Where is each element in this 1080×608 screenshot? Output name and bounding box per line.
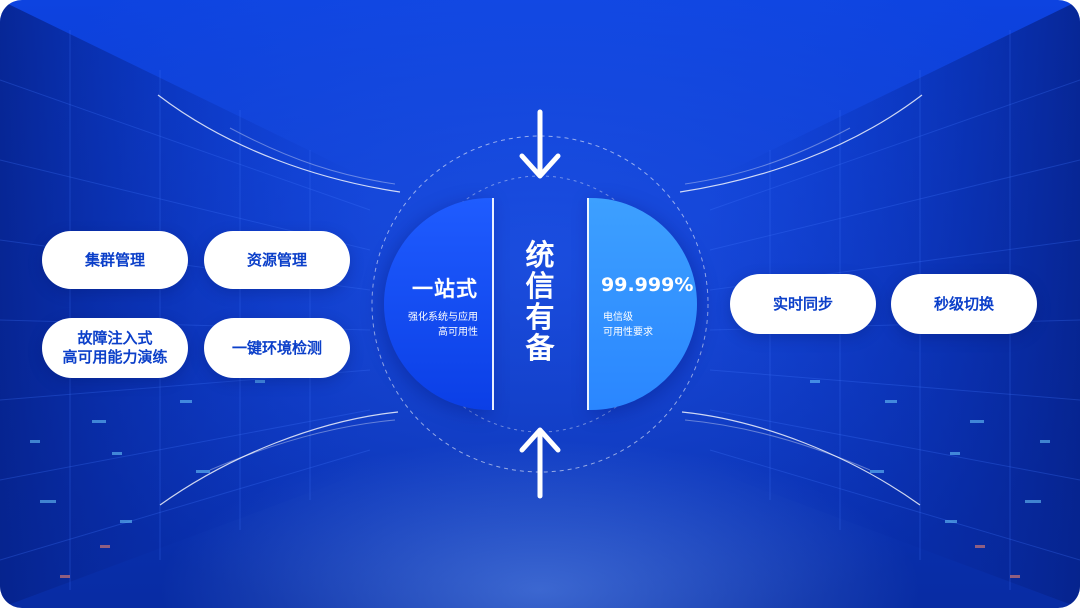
subtitle-line: 强化系统与应用 — [408, 312, 478, 323]
subtitle-line: 可用性要求 — [603, 327, 653, 338]
subtitle-line: 高可用性 — [438, 327, 478, 338]
arrow-down-icon — [519, 109, 561, 179]
one-stop-title: 一站式 — [412, 277, 478, 301]
center-title-char: 信 — [525, 269, 555, 303]
feature-label: 实时同步 — [772, 294, 833, 313]
center-title-char: 统 — [525, 238, 555, 272]
availability-title: 99.999% — [601, 274, 694, 296]
feature-second-level-switch: 秒级切换 — [891, 274, 1037, 334]
feature-one-click-env-check: 一键环境检测 — [204, 318, 350, 378]
arrow-up-icon — [519, 427, 561, 499]
center-title-char: 备 — [525, 331, 555, 365]
feature-label: 集群管理 — [84, 250, 145, 269]
feature-label-line: 故障注入式 — [77, 329, 153, 347]
subtitle-line: 电信级 — [603, 312, 633, 323]
feature-resource-management: 资源管理 — [204, 231, 350, 289]
feature-label: 资源管理 — [246, 250, 307, 269]
feature-label-line: 高可用能力演练 — [62, 348, 168, 366]
feature-label: 秒级切换 — [933, 294, 994, 313]
availability-subtitle: 电信级 可用性要求 — [603, 310, 693, 340]
feature-cluster-management: 集群管理 — [42, 231, 188, 289]
center-title: 统 信 有 备 — [522, 240, 558, 364]
center-title-char: 有 — [525, 300, 555, 334]
feature-fault-injection-drill: 故障注入式 高可用能力演练 — [42, 318, 188, 378]
feature-label: 一键环境检测 — [231, 338, 322, 357]
one-stop-subtitle: 强化系统与应用 高可用性 — [386, 310, 478, 340]
feature-realtime-sync: 实时同步 — [730, 274, 876, 334]
